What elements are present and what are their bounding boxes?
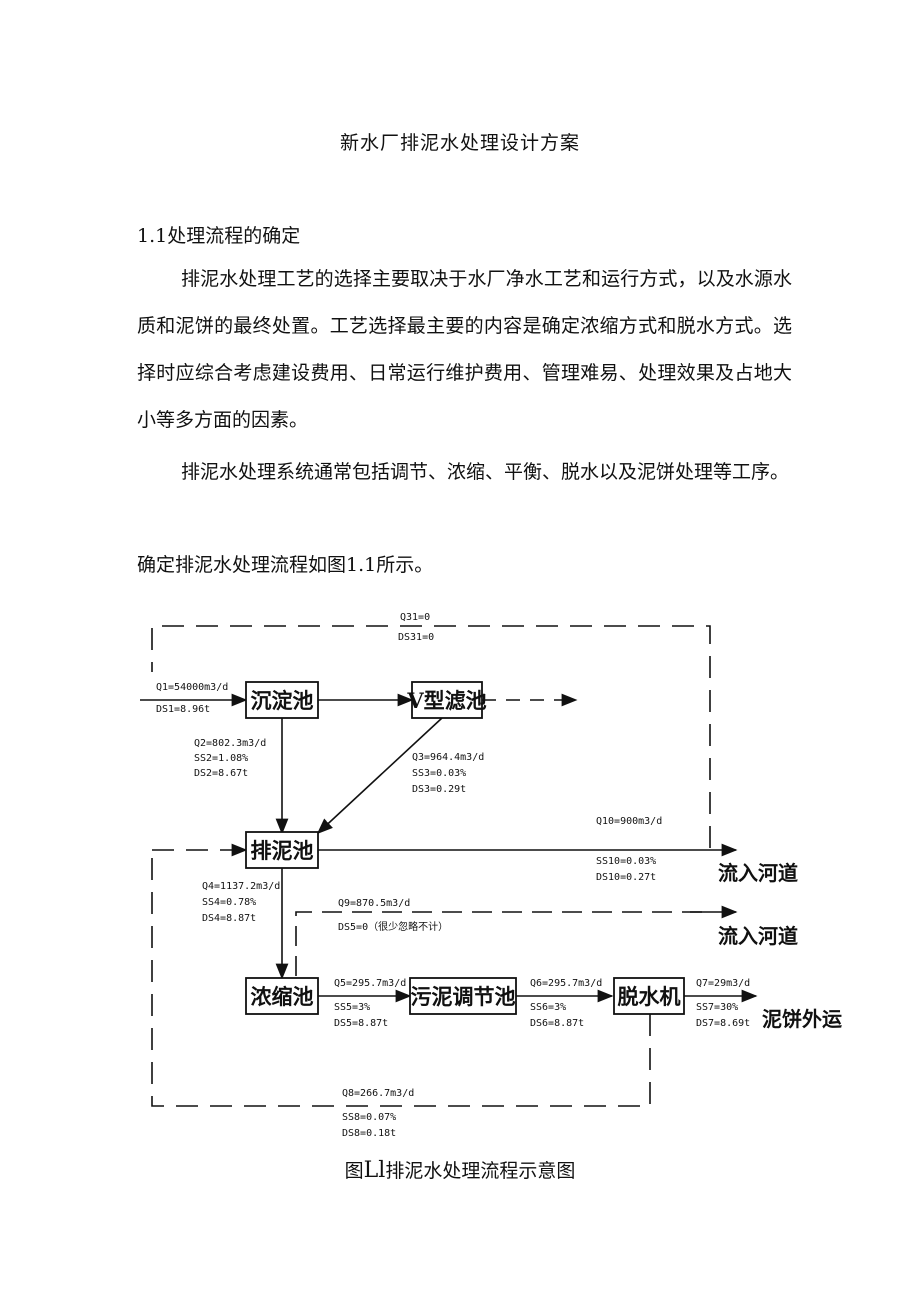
- regulating-tank-box: 污泥调节池: [409, 977, 517, 1015]
- q2-label: Q2=802.3m3/d: [194, 738, 266, 749]
- sedimentation-tank-box: 沉淀池: [245, 681, 319, 719]
- section-heading: 1.1处理流程的确定: [137, 225, 301, 247]
- ss4-label: SS4=0.78%: [202, 897, 256, 908]
- filter-to-sludge-line: [316, 717, 443, 835]
- q5-label: Q5=295.7m3/d: [334, 978, 406, 989]
- dewatering-label: 脱水机: [618, 984, 681, 1009]
- ds31-label: DS31=0: [398, 632, 434, 643]
- ss7-label: SS7=30%: [696, 1002, 738, 1013]
- q10-label: Q10=900m3/d: [596, 816, 662, 827]
- sludge-tank-box: 排泥池: [245, 831, 319, 869]
- ss6-label: SS6=3%: [530, 1002, 566, 1013]
- q6-label: Q6=295.7m3/d: [530, 978, 602, 989]
- regulating-tank-label: 污泥调节池: [411, 984, 516, 1009]
- document-title: 新水厂排泥水处理设计方案: [339, 132, 580, 154]
- v-filter-label: V型滤池: [406, 688, 486, 713]
- q31-return-line: [151, 625, 711, 848]
- ss3-label: SS3=0.03%: [412, 768, 466, 779]
- supernatant-line: [295, 911, 710, 976]
- q1-label: Q1=54000m3/d: [156, 682, 228, 693]
- q8-return-line: [151, 850, 651, 1107]
- paragraph-2: 排泥水处理系统通常包括调节、浓缩、平衡、脱水以及泥饼处理等工序。: [181, 461, 790, 483]
- ds10-label: DS10=0.27t: [596, 872, 656, 883]
- caption-text: 排泥水处理流程示意图: [385, 1160, 576, 1182]
- ss5-label: SS5=3%: [334, 1002, 370, 1013]
- q9-label: Q9=870.5m3/d: [338, 898, 410, 909]
- sludge-tank-label: 排泥池: [251, 838, 314, 863]
- ds3-label: DS3=0.29t: [412, 784, 466, 795]
- q31-label: Q31=0: [400, 612, 430, 623]
- cake-output: 泥饼外运: [762, 1007, 842, 1031]
- paragraph-3: 确定排泥水处理流程如图1.1所示。: [137, 554, 434, 576]
- ds5-label: DS5=8.87t: [334, 1018, 388, 1029]
- caption-label: Ll: [363, 1158, 386, 1183]
- v-filter-box: V型滤池: [406, 681, 487, 719]
- paragraph-1: 排泥水处理工艺的选择主要取决于水厂净水工艺和运行方式，以及水源水质和泥饼的最终处…: [137, 268, 792, 431]
- ds1-label: DS1=8.96t: [156, 704, 210, 715]
- ds4-label: DS4=8.87t: [202, 913, 256, 924]
- ss10-label: SS10=0.03%: [596, 856, 656, 867]
- figure-caption: 图Ll排泥水处理流程示意图: [0, 1156, 920, 1183]
- ds7-label: DS7=8.69t: [696, 1018, 750, 1029]
- ds6-label: DS6=8.87t: [530, 1018, 584, 1029]
- river-output-2: 流入河道: [718, 924, 798, 948]
- caption-prefix: 图: [344, 1160, 364, 1182]
- sedimentation-tank-label: 沉淀池: [251, 688, 314, 713]
- ds9-label: DS5=0（很少忽略不计）: [338, 920, 448, 933]
- dewatering-box: 脱水机: [613, 977, 685, 1015]
- ss8-label: SS8=0.07%: [342, 1112, 396, 1123]
- q4-label: Q4=1137.2m3/d: [202, 881, 280, 892]
- ds8-label: DS8=0.18t: [342, 1128, 396, 1139]
- q3-label: Q3=964.4m3/d: [412, 752, 484, 763]
- q7-label: Q7=29m3/d: [696, 978, 750, 989]
- thickener-box: 浓缩池: [245, 977, 319, 1015]
- process-flow-diagram: 沉淀池 V型滤池 排泥池 浓缩池 污泥调节池 脱水机 流入河道 流入河道 泥饼外…: [140, 612, 842, 1139]
- ds2-label: DS2=8.67t: [194, 768, 248, 779]
- river-output-1: 流入河道: [718, 861, 798, 885]
- thickener-label: 浓缩池: [251, 984, 314, 1009]
- q8-label: Q8=266.7m3/d: [342, 1088, 414, 1099]
- ss2-label: SS2=1.08%: [194, 753, 248, 764]
